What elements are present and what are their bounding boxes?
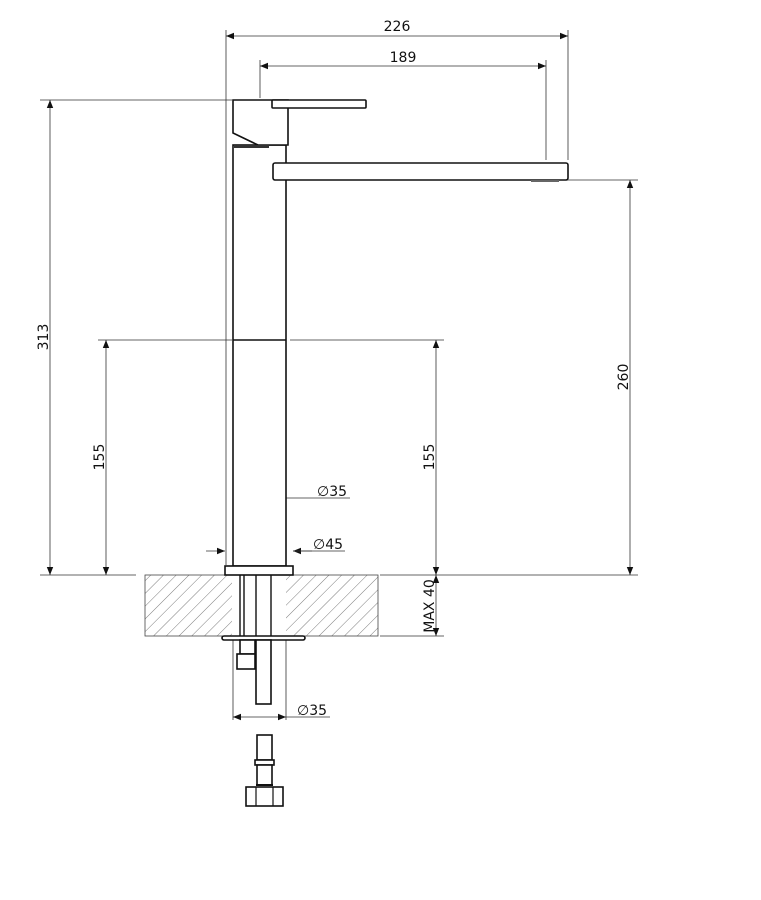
dimension-lines	[46, 32, 634, 721]
dim-body-height-right: 155	[422, 444, 438, 471]
dim-overall-height: 313	[36, 324, 52, 351]
dim-body-diameter: ∅35	[317, 484, 347, 500]
extension-lines	[40, 30, 638, 720]
dim-spout-height: 260	[616, 364, 632, 391]
dim-max-thickness: MAX 40	[422, 579, 438, 633]
dim-base-diameter: ∅45	[313, 537, 343, 553]
countertop-section	[144, 574, 379, 637]
hose-fitting	[245, 734, 284, 807]
mounting-hardware	[221, 575, 306, 705]
dim-body-height-left: 155	[92, 444, 108, 471]
dim-spout-reach: 189	[390, 50, 417, 66]
dim-overall-reach: 226	[384, 19, 411, 35]
faucet-body	[224, 99, 569, 576]
dim-hole-diameter: ∅35	[297, 703, 327, 719]
